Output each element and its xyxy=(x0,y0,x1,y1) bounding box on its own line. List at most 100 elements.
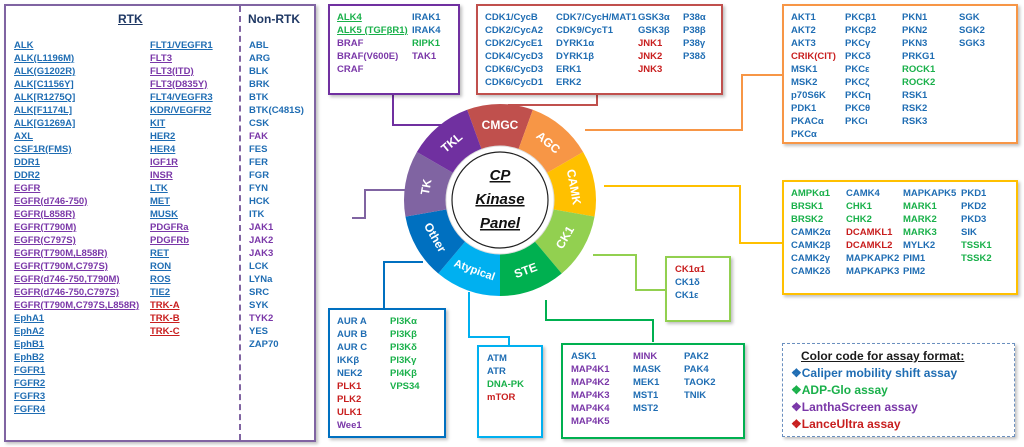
kinase-item: ALK5 (TGFβR1) xyxy=(337,25,408,36)
kinase-item: RSK1 xyxy=(902,90,928,101)
kinase-item: FER xyxy=(249,157,268,168)
kinase-item: BRK xyxy=(249,79,270,90)
kinase-item: PDK1 xyxy=(791,103,817,114)
kinase-item: AUR B xyxy=(337,329,368,340)
kinase-item: PKCε xyxy=(845,64,870,75)
wheel-label-cmgc: CMGC xyxy=(482,118,519,132)
kinase-item: ASK1 xyxy=(571,351,597,362)
kinase-item: MARK3 xyxy=(903,227,937,238)
kinase-item: BRSK1 xyxy=(791,201,824,212)
kinase-item: HER2 xyxy=(150,131,176,142)
kinase-item: JAK3 xyxy=(249,248,274,259)
diamond-bullet-icon: ❖ xyxy=(791,400,802,414)
kinase-item: CK1α1 xyxy=(675,264,706,275)
kinase-item: JNK2 xyxy=(638,51,663,62)
kinase-item: ALK[R1275Q] xyxy=(14,92,76,103)
kinase-item: PIM2 xyxy=(903,266,926,277)
kinase-item: ROCK1 xyxy=(902,64,936,75)
connector-tkl xyxy=(392,95,458,126)
kinase-item: TRK-A xyxy=(150,300,180,311)
kinase-item: CDK6/CycD3 xyxy=(485,64,544,75)
kinase-item: PDGFRa xyxy=(150,222,189,233)
kinase-item: EGFR(L858R) xyxy=(14,209,76,220)
kinase-item: PKACα xyxy=(791,116,824,127)
connector-tk xyxy=(352,189,417,219)
kinase-item: Wee1 xyxy=(337,420,362,431)
kinase-item: P38γ xyxy=(683,38,706,49)
kinase-item: EGFR xyxy=(14,183,41,194)
kinase-item: VPS34 xyxy=(390,381,420,392)
kinase-item: ALK4 xyxy=(337,12,362,23)
kinase-item: TAOK2 xyxy=(684,377,716,388)
kinase-item: IRAK1 xyxy=(412,12,441,23)
legend-item: ❖LanthaScreen assay xyxy=(791,399,1006,416)
kinase-item: KIT xyxy=(150,118,166,129)
kinase-item: MARK1 xyxy=(903,201,937,212)
kinase-item: PKD2 xyxy=(961,201,987,212)
kinase-item: PI4Kβ xyxy=(390,368,417,379)
legend-item: ❖Caliper mobility shift assay xyxy=(791,365,1006,382)
kinase-item: PI3Kα xyxy=(390,316,417,327)
kinase-item: SGK3 xyxy=(959,38,985,49)
kinase-item: PIM1 xyxy=(903,253,926,264)
kinase-item: TSSK2 xyxy=(961,253,992,264)
kinase-item: MST2 xyxy=(633,403,659,414)
wheel-segment-tkl xyxy=(416,109,482,173)
kinase-item: MSK2 xyxy=(791,77,818,88)
wheel-segment-cmgc xyxy=(467,104,533,150)
kinase-item: LTK xyxy=(150,183,168,194)
kinase-item: ZAP70 xyxy=(249,339,279,350)
kinase-item: RSK2 xyxy=(902,103,928,114)
wheel-label-tk: TK xyxy=(418,178,435,197)
kinase-item: TYK2 xyxy=(249,313,274,324)
kinase-item: CDK6/CycD1 xyxy=(485,77,544,88)
kinase-item: ALK xyxy=(14,40,34,51)
kinase-item: FES xyxy=(249,144,268,155)
wheel-segment-ste xyxy=(500,241,562,296)
kinase-item: IKKβ xyxy=(337,355,360,366)
kinase-item: TIE2 xyxy=(150,287,171,298)
kinase-item: CSK xyxy=(249,118,270,129)
kinase-item: CHK2 xyxy=(846,214,872,225)
kinase-item: LCK xyxy=(249,261,269,272)
rtk-divider xyxy=(239,6,241,440)
kinase-item: IRAK4 xyxy=(412,25,441,36)
kinase-item: SGK xyxy=(959,12,980,23)
kinase-item: AKT1 xyxy=(791,12,816,23)
legend-item: ❖LanceUltra assay xyxy=(791,416,1006,433)
wheel-segment-ck1 xyxy=(534,209,595,274)
kinase-item: EphB1 xyxy=(14,339,45,350)
kinase-item: SRC xyxy=(249,287,270,298)
kinase-item: PKCα xyxy=(791,129,817,140)
kinase-item: FGR xyxy=(249,170,270,181)
kinase-item: PKCη xyxy=(845,90,871,101)
kinase-item: FLT1/VEGFR1 xyxy=(150,40,213,51)
kinase-item: CHK1 xyxy=(846,201,872,212)
kinase-item: DDR1 xyxy=(14,157,40,168)
kinase-item: MUSK xyxy=(150,209,178,220)
kinase-item: BTK(C481S) xyxy=(249,105,304,116)
connector-camk xyxy=(604,185,782,244)
kinase-item: ERK1 xyxy=(556,64,582,75)
kinase-item: PKCβ1 xyxy=(845,12,877,23)
kinase-item: MSK1 xyxy=(791,64,818,75)
kinase-item: PRKG1 xyxy=(902,51,935,62)
kinase-item: PKCι xyxy=(845,116,868,127)
kinase-item: ERK2 xyxy=(556,77,582,88)
kinase-item: JAK1 xyxy=(249,222,274,233)
kinase-item: CRAF xyxy=(337,64,364,75)
center-title-line-1: CP xyxy=(490,167,512,184)
kinase-item: CDK9/CycT1 xyxy=(556,25,614,36)
legend-item-label: LanceUltra assay xyxy=(801,417,901,431)
kinase-item: MET xyxy=(150,196,171,207)
